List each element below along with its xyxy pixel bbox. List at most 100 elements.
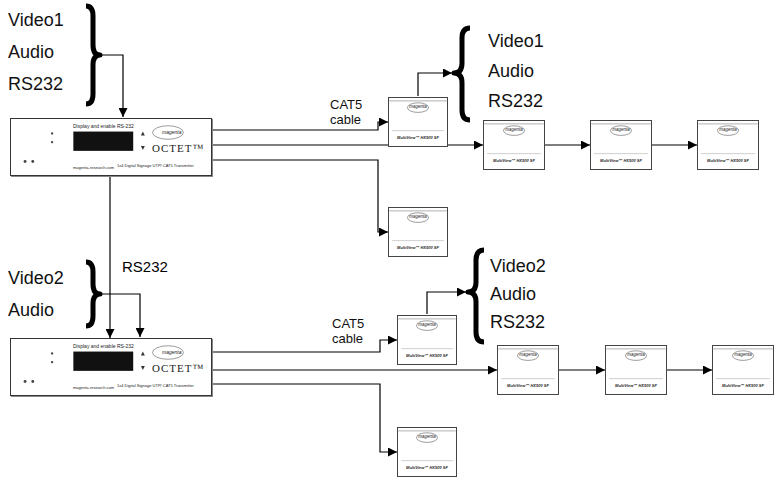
case-edge [398,318,456,319]
cable-connector [545,144,590,145]
receiver-text: MultiView™ HX500 SF [713,384,773,388]
receiver-text: magenta [484,128,544,133]
receiver-text: magenta [389,215,447,220]
panel-text: 1x4 Digital Signage UTP/ CAT5 Transmitte… [117,164,194,168]
led [31,380,34,383]
transmitter-box: Display and enable RS-232 magentaOCTET™ 1x… [10,338,212,396]
up-button [141,132,145,136]
receiver-text: MultiView™ HX500 SF [606,384,666,388]
down-button [141,366,145,370]
led [51,141,53,143]
panel-text: OCTET™ [152,142,204,154]
case-edge [716,378,770,379]
cable-connector [212,384,397,452]
panel-text: magenta [162,350,181,356]
curly-brace [86,262,100,326]
receiver-text: MultiView™ HX500 SF [389,246,447,250]
cable-connector [559,369,605,370]
case-edge [401,348,453,349]
receiver-text: MultiView™ HX500 SF [698,159,758,163]
case-edge [389,210,447,211]
led [24,160,27,163]
panel-text: magenta-research.com [73,386,114,390]
receiver-box: magentaMultiView™ HX500 SF [712,345,774,395]
panel-text: 1x4 Digital Signage UTP/ CAT5 Transmitte… [117,384,194,388]
case-edge [498,348,558,349]
receiver-text: magenta [498,353,558,358]
up-button [141,352,145,356]
cable-connector [109,176,110,338]
receiver-text: magenta [389,105,447,110]
receiver-text: MultiView™ HX500 SF [389,136,447,140]
led [31,160,34,163]
case-edge [698,123,758,124]
signal-arrow [418,73,452,96]
receiver-box: magentaMultiView™ HX500 SF [397,315,457,365]
led [51,361,53,363]
receiver-text: magenta [398,323,456,328]
cable-connector [212,369,497,370]
panel-text: Display and enable RS-232 [73,344,134,350]
case-edge [609,378,663,379]
led [51,352,53,354]
receiver-text: MultiView™ HX500 SF [398,354,456,358]
logo-outline [153,126,184,140]
receiver-text: MultiView™ HX500 SF [591,159,651,163]
signal-arrow [427,292,466,314]
receiver-box: magentaMultiView™ HX500 SF [605,345,667,395]
panel-text: OCTET™ [152,362,204,374]
case-edge [484,123,544,124]
signal-label: Video1 Audio RS232 [488,26,544,116]
lcd-display [73,352,133,371]
led [24,380,27,383]
receiver-text: magenta [591,128,651,133]
edge-label: RS232 [120,259,170,276]
receiver-text: MultiView™ HX500 SF [484,159,544,163]
led [51,132,53,134]
receiver-text: magenta [713,353,773,358]
receiver-box: magentaMultiView™ HX500 SF [590,120,652,170]
receiver-text: magenta [606,353,666,358]
case-edge [392,240,444,241]
case-edge [701,153,755,154]
cable-connector [667,369,712,370]
case-edge [501,378,555,379]
receiver-text: MultiView™ HX500 SF [398,466,456,470]
cable-label: CAT5 cable [330,97,362,127]
receiver-box: magentaMultiView™ HX500 SF [497,345,559,395]
panel-text: Display and enable RS-232 [73,124,134,130]
cable-connector [212,340,397,352]
curly-brace [454,28,470,120]
cable-connector [212,122,388,130]
signal-label: Video2 Audio RS232 [490,252,546,336]
case-edge [606,348,666,349]
signal-label: Video2 Audio [8,262,64,326]
signal-label: Video1 Audio RS232 [8,4,64,100]
receiver-box: magentaMultiView™ HX500 SF [388,207,448,257]
cable-connector [212,160,388,232]
case-edge [392,130,444,131]
case-edge [487,153,541,154]
receiver-text: magenta [398,435,456,440]
down-button [141,146,145,150]
receiver-box: magentaMultiView™ HX500 SF [397,427,457,477]
receiver-box: magentaMultiView™ HX500 SF [388,97,448,147]
receiver-text: MultiView™ HX500 SF [498,384,558,388]
signal-arrow [100,294,140,337]
cable-label: CAT5 cable [332,316,364,346]
logo-outline [153,346,184,360]
panel-text: magenta [162,130,181,136]
transmitter-box: Display and enable RS-232 magentaOCTET™ 1x… [10,118,212,176]
receiver-box: magentaMultiView™ HX500 SF [483,120,545,170]
cable-connector [652,144,697,145]
case-edge [591,123,651,124]
signal-arrow [100,55,123,117]
lcd-display [73,132,133,151]
case-edge [389,100,447,101]
case-edge [713,348,773,349]
case-edge [594,153,648,154]
case-edge [401,460,453,461]
panel-text: magenta-research.com [73,166,114,170]
curly-brace [86,6,100,104]
